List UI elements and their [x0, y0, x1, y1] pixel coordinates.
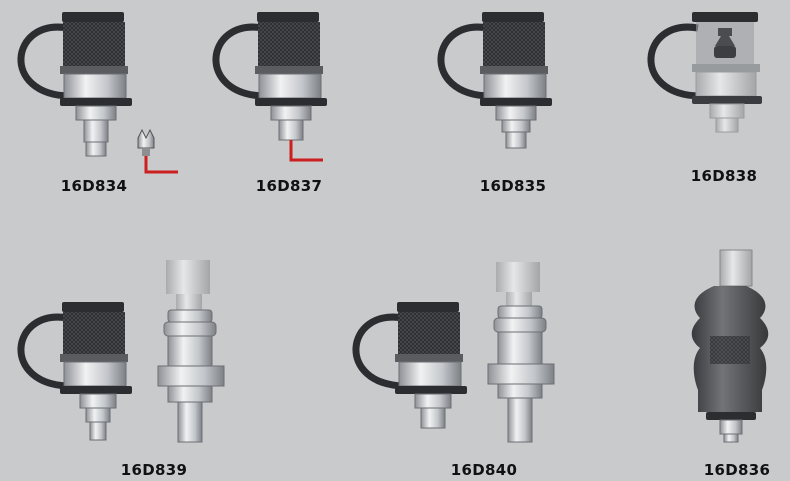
product-code-16d839: 16D839: [120, 461, 188, 479]
product-16d834[interactable]: [0, 0, 190, 200]
product-code-16d837: 16D837: [255, 177, 323, 195]
coupling-with-cable-illustration: [212, 12, 327, 162]
coupling-transparent-cap-illustration: [647, 12, 762, 133]
product-code-16d835: 16D835: [479, 177, 547, 195]
coupling-with-sensor-illustration: [17, 12, 178, 174]
product-16d838[interactable]: [630, 0, 790, 200]
product-16d835[interactable]: [420, 0, 610, 200]
product-16d836[interactable]: [670, 240, 790, 460]
product-code-16d838: 16D838: [690, 167, 758, 185]
product-16d839[interactable]: [0, 250, 260, 460]
coupling-bellows-illustration: [691, 249, 769, 443]
product-code-16d840: 16D840: [450, 461, 518, 479]
product-code-16d836: 16D836: [703, 461, 771, 479]
product-16d837[interactable]: [195, 0, 385, 200]
coupling-with-plug-illustration: [17, 260, 225, 443]
product-16d840[interactable]: [335, 250, 595, 460]
product-code-16d834: 16D834: [60, 177, 128, 195]
coupling-illustration: [437, 12, 552, 149]
coupling-with-plug-illustration: [352, 262, 555, 443]
